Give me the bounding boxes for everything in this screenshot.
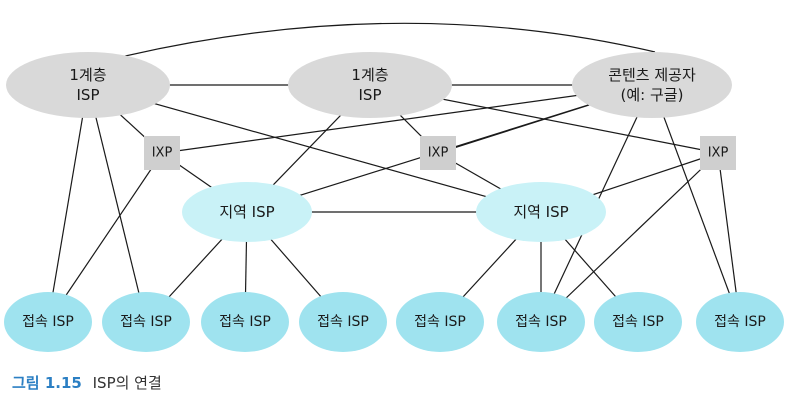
node-shape-ixp-c (700, 136, 736, 170)
link-tier1_a-access_1 (47, 84, 89, 323)
node-label-access-5-1: 접속 ISP (414, 314, 466, 330)
node-shape-tier1-b (288, 52, 452, 118)
node-label-ixp-a-1: IXP (152, 146, 173, 161)
node-label-access-6-1: 접속 ISP (515, 314, 567, 330)
figure-caption: 그림 1.15 ISP의 연결 (12, 372, 162, 393)
isp-interconnection-diagram: 1계층 ISP 1계층 ISP 콘텐츠 제공자 (예: 구글) IXP IXP IXP 지역 IS… (4, 22, 784, 352)
node-regional-a: 지역 ISP (182, 182, 312, 242)
link-tier1_a-access_2 (87, 84, 147, 323)
node-label-content-1: 콘텐츠 제공자 (608, 66, 696, 84)
node-label-regional-b-1: 지역 ISP (513, 203, 568, 221)
node-shape-access-5 (396, 292, 484, 352)
node-label-access-7-1: 접속 ISP (612, 314, 664, 330)
node-access-6: 접속 ISP (497, 292, 585, 352)
node-ixp-c: IXP (700, 136, 736, 170)
node-label-regional-a-1: 지역 ISP (219, 203, 274, 221)
node-label-tier1-a-1: 1계층 (69, 66, 106, 84)
node-access-3: 접속 ISP (201, 292, 289, 352)
node-shape-access-6 (497, 292, 585, 352)
node-label-ixp-c-1: IXP (708, 146, 729, 161)
node-shape-access-2 (102, 292, 190, 352)
figure-caption-label: 그림 1.15 (12, 374, 82, 392)
node-regional-b: 지역 ISP (476, 182, 606, 242)
node-tier1-b: 1계층 ISP (288, 52, 452, 118)
node-access-8: 접속 ISP (696, 292, 784, 352)
link-content-access_8 (651, 84, 741, 323)
link-ixp_c-access_6 (540, 152, 719, 323)
node-shape-tier1-a (6, 52, 170, 118)
tier1-content-arc-link (99, 22, 656, 63)
nodes: 1계층 ISP 1계층 ISP 콘텐츠 제공자 (예: 구글) IXP IXP IXP 지역 IS… (4, 52, 784, 352)
node-access-7: 접속 ISP (594, 292, 682, 352)
node-label-access-3-1: 접속 ISP (219, 314, 271, 330)
node-label-tier1-b-2: ISP (359, 86, 382, 104)
node-shape-access-4 (299, 292, 387, 352)
node-label-tier1-a-2: ISP (77, 86, 100, 104)
node-shape-regional-b (476, 182, 606, 242)
node-shape-ixp-b (420, 136, 456, 170)
node-shape-regional-a (182, 182, 312, 242)
node-shape-access-7 (594, 292, 682, 352)
edges (47, 84, 741, 323)
node-access-1: 접속 ISP (4, 292, 92, 352)
node-label-access-1-1: 접속 ISP (22, 314, 74, 330)
node-label-content-2: (예: 구글) (621, 86, 684, 104)
link-ixp_a-access_1 (47, 152, 163, 323)
node-label-access-8-1: 접속 ISP (714, 314, 766, 330)
node-content: 콘텐츠 제공자 (예: 구글) (572, 52, 732, 118)
figure-caption-text: ISP의 연결 (92, 374, 162, 392)
link-tier1_a-regional_b (87, 84, 542, 213)
node-ixp-b: IXP (420, 136, 456, 170)
node-label-tier1-b-1: 1계층 (351, 66, 388, 84)
node-shape-access-1 (4, 292, 92, 352)
node-label-access-2-1: 접속 ISP (120, 314, 172, 330)
node-access-2: 접속 ISP (102, 292, 190, 352)
link-content-ixp_a (161, 84, 653, 154)
node-shape-content (572, 52, 732, 118)
node-shape-access-8 (696, 292, 784, 352)
node-label-access-4-1: 접속 ISP (317, 314, 369, 330)
node-access-4: 접속 ISP (299, 292, 387, 352)
node-label-ixp-b-1: IXP (428, 146, 449, 161)
node-tier1-a: 1계층 ISP (6, 52, 170, 118)
node-shape-ixp-a (144, 136, 180, 170)
node-ixp-a: IXP (144, 136, 180, 170)
node-shape-access-3 (201, 292, 289, 352)
node-access-5: 접속 ISP (396, 292, 484, 352)
